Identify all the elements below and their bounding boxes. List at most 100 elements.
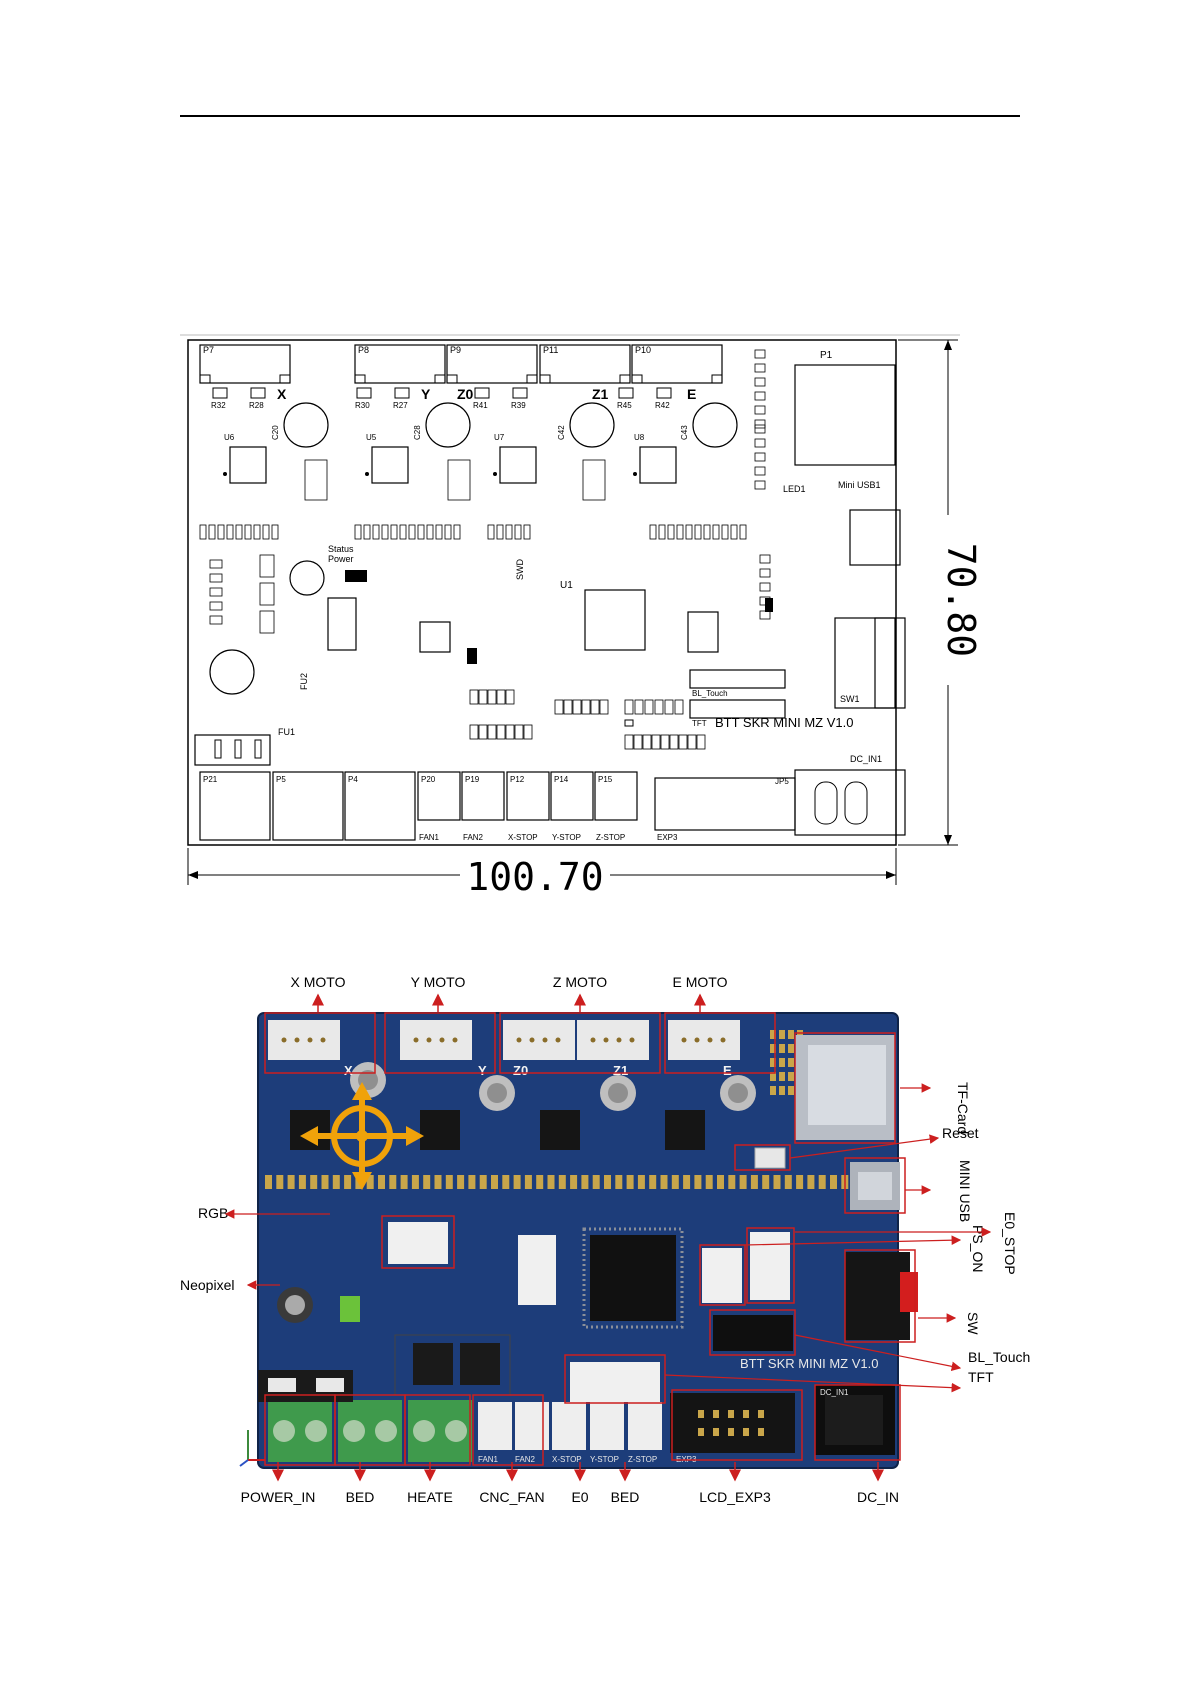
svg-text:C43: C43	[680, 425, 689, 440]
connector-label: P14	[554, 775, 569, 784]
silk-label: EXP3	[676, 1455, 697, 1464]
svg-text:U5: U5	[366, 433, 377, 442]
resistor-label: R28	[249, 401, 264, 410]
resistor-label: R27	[393, 401, 408, 410]
label-bl-touch: BL_Touch	[968, 1349, 1030, 1365]
silk-axis-letter: Z1	[613, 1063, 628, 1078]
capacitor-c28	[425, 402, 471, 448]
label-rgb: RGB	[198, 1205, 228, 1221]
label-mini-usb: MINI USB	[957, 1160, 973, 1222]
photo-motor-connectors	[268, 1020, 740, 1060]
jp5-label: JP5	[775, 777, 789, 786]
label-e-moto: E MOTO	[673, 974, 728, 990]
u1-label: U1	[560, 580, 573, 591]
driver-u7	[499, 446, 537, 484]
axis-letter-e: E	[687, 386, 696, 402]
bltouch-label: BL_Touch	[692, 689, 728, 698]
photo-switch	[845, 1252, 910, 1340]
resistor-label: R42	[655, 401, 670, 410]
svg-text:C42: C42	[557, 425, 566, 440]
silk-label: FAN2	[515, 1455, 536, 1464]
photo-board-title: BTT SKR MINI MZ V1.0	[740, 1356, 878, 1371]
silk-axis-letter: X	[344, 1063, 353, 1078]
label-z-moto: Z MOTO	[553, 974, 607, 990]
power-label: Power	[328, 554, 354, 564]
height-dimension: 70.80	[939, 543, 983, 657]
connector-label: P9	[450, 345, 461, 355]
connector-label: P4	[348, 775, 358, 784]
driver-u6	[229, 446, 267, 484]
svg-text:U7: U7	[494, 433, 505, 442]
connector-p15	[594, 771, 638, 821]
axis-letter-z1: Z1	[592, 386, 609, 402]
label-bed: BED	[611, 1489, 640, 1505]
tft-label: TFT	[692, 719, 707, 728]
callout-boxes	[264, 1012, 916, 1466]
label-neopixel: Neopixel	[180, 1277, 234, 1293]
label-e0: E0	[571, 1489, 588, 1505]
photo-components	[265, 1030, 883, 1189]
resistor-label: R32	[211, 401, 226, 410]
tft-header-outline	[689, 699, 786, 719]
connector-label: P11	[543, 345, 558, 355]
connector-function-label: FAN1	[419, 833, 440, 842]
p1-label: P1	[820, 350, 833, 361]
xy-move-arrows	[300, 1082, 424, 1190]
resistor-label: R45	[617, 401, 632, 410]
label-heate: HEATE	[407, 1489, 453, 1505]
width-dimension: 100.70	[466, 855, 603, 899]
capacitor-c43	[692, 402, 738, 448]
photo-dc-in	[815, 1385, 895, 1455]
sw1-label: SW1	[840, 694, 860, 704]
photo-power-terminals	[268, 1400, 472, 1462]
header-rule	[180, 115, 1020, 117]
connector-function-label: X-STOP	[508, 833, 538, 842]
label-tf-card: TF-Card	[955, 1082, 971, 1134]
silk-axis-letter: Z0	[513, 1063, 528, 1078]
connector-p4	[344, 771, 416, 841]
silk-label: Z-STOP	[628, 1455, 657, 1464]
photo-sd-card	[795, 1035, 895, 1140]
label-y-moto: Y MOTO	[411, 974, 466, 990]
smd-components	[199, 349, 771, 750]
connector-label: P7	[203, 345, 214, 355]
photo-left-labels: RGB Neopixel	[180, 1205, 330, 1293]
label-lcd-exp3: LCD_EXP3	[699, 1489, 771, 1505]
label-x-moto: X MOTO	[291, 974, 346, 990]
connector-label: P19	[465, 775, 480, 784]
svg-text:C28: C28	[413, 425, 422, 440]
svg-text:U8: U8	[634, 433, 645, 442]
board-outline	[187, 339, 897, 846]
drawing-board-title: BTT SKR MINI MZ V1.0	[715, 715, 853, 730]
driver-u5	[371, 446, 409, 484]
connector-label: P21	[203, 775, 218, 784]
photo-top-labels: X MOTO Y MOTO Z MOTO E MOTO	[291, 974, 728, 1012]
photo-exp3	[670, 1393, 795, 1453]
connector-function-label: Y-STOP	[552, 833, 581, 842]
svg-text:U6: U6	[224, 433, 235, 442]
resistor-label: R30	[355, 401, 370, 410]
connector-label: P20	[421, 775, 436, 784]
switch-outline	[834, 617, 896, 709]
axis-letter-x: X	[277, 386, 287, 402]
resistor-label: R39	[511, 401, 526, 410]
led1-label: LED1	[783, 484, 806, 494]
connector-p14	[550, 771, 594, 821]
axis-letter-y: Y	[421, 386, 431, 402]
photo-mcu	[590, 1235, 676, 1321]
label-ps-on: PS_ON	[970, 1225, 986, 1272]
silk-label: DC_IN1	[820, 1388, 849, 1397]
connector-p21	[199, 771, 271, 841]
photo-mini-usb	[850, 1162, 900, 1210]
connector-function-label: Z-STOP	[596, 833, 625, 842]
fu1-label: FU1	[278, 727, 295, 737]
